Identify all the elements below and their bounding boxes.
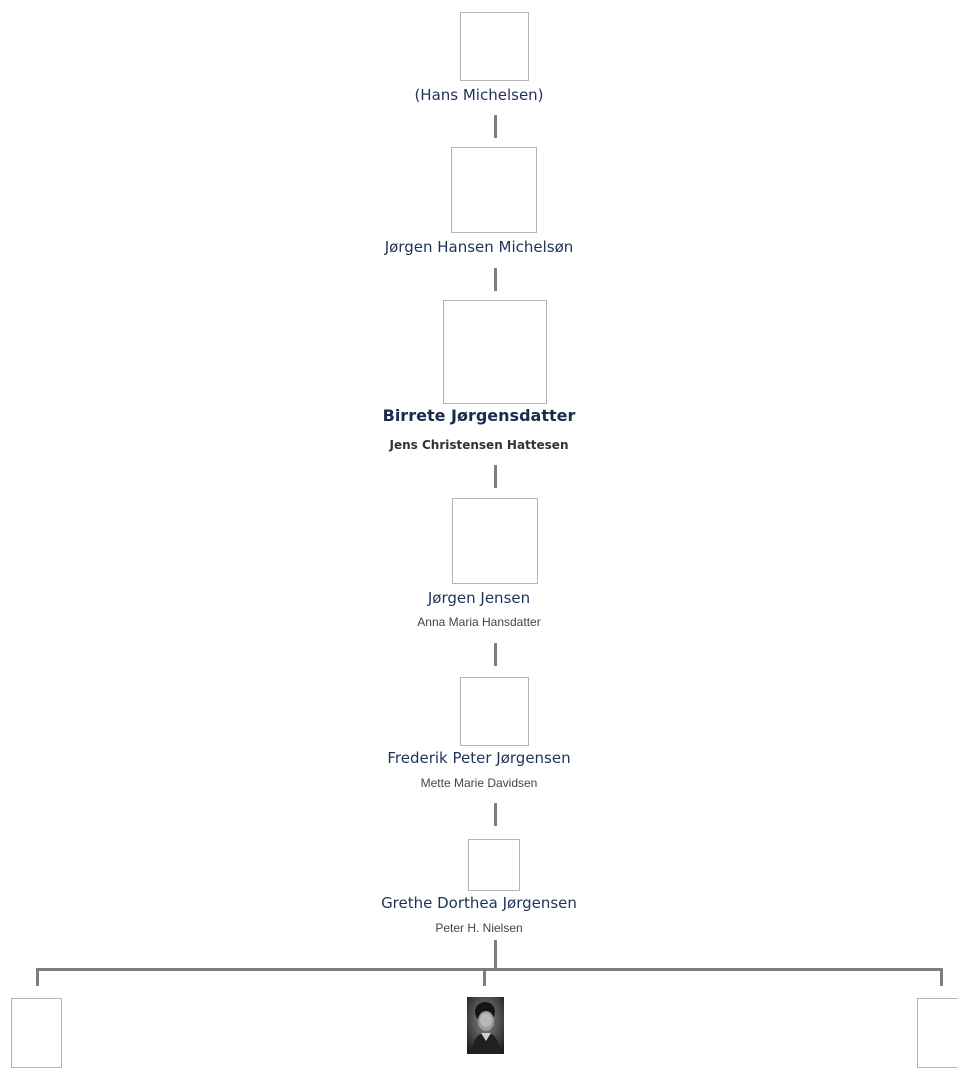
person-name-grethe-dorthea-jorgensen[interactable]: Grethe Dorthea Jørgensen bbox=[381, 894, 577, 912]
person-name-hans-michelsen[interactable]: (Hans Michelsen) bbox=[414, 86, 544, 104]
connector-line bbox=[483, 968, 486, 986]
person-photo-placeholder[interactable] bbox=[443, 300, 547, 404]
person-photo-placeholder[interactable] bbox=[468, 839, 520, 891]
person-name-birrete-jorgensdatter[interactable]: Birrete Jørgensdatter bbox=[382, 406, 576, 425]
child-photo-placeholder[interactable] bbox=[11, 998, 62, 1068]
connector-line bbox=[494, 465, 497, 488]
connector-line bbox=[494, 115, 497, 138]
child-photo-placeholder[interactable] bbox=[917, 998, 958, 1068]
portrait-photo[interactable] bbox=[467, 997, 504, 1054]
connector-line bbox=[494, 940, 497, 969]
connector-line bbox=[36, 968, 39, 986]
person-photo-placeholder[interactable] bbox=[460, 12, 529, 81]
person-photo-placeholder[interactable] bbox=[460, 677, 529, 746]
connector-line bbox=[940, 968, 943, 986]
spouse-name-mette-marie-davidsen[interactable]: Mette Marie Davidsen bbox=[420, 776, 538, 790]
spouse-name-anna-maria-hansdatter[interactable]: Anna Maria Hansdatter bbox=[417, 615, 541, 629]
connector-line bbox=[494, 268, 497, 291]
spouse-name-jens-christensen-hattesen[interactable]: Jens Christensen Hattesen bbox=[389, 438, 569, 452]
person-name-jorgen-jensen[interactable]: Jørgen Jensen bbox=[427, 589, 531, 607]
spouse-name-peter-h-nielsen[interactable]: Peter H. Nielsen bbox=[435, 921, 523, 935]
person-name-jorgen-hansen-michelson[interactable]: Jørgen Hansen Michelsøn bbox=[384, 238, 574, 256]
person-photo-placeholder[interactable] bbox=[452, 498, 538, 584]
person-photo-placeholder[interactable] bbox=[451, 147, 537, 233]
connector-line bbox=[494, 643, 497, 666]
person-name-frederik-peter-jorgensen[interactable]: Frederik Peter Jørgensen bbox=[387, 749, 571, 767]
connector-line bbox=[494, 803, 497, 826]
children-branch-line bbox=[36, 968, 943, 971]
